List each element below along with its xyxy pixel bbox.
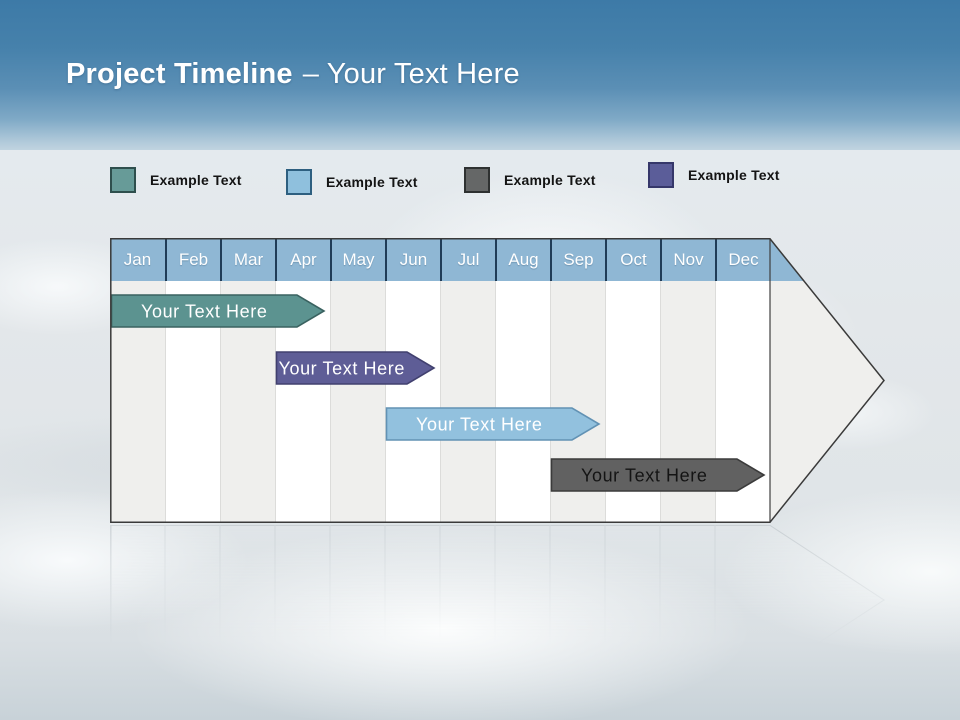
month-cell-feb: Feb	[165, 238, 220, 281]
timeline-bar-3[interactable]	[385, 407, 601, 441]
month-cell-jan: Jan	[123, 250, 152, 269]
title-main: Project Timeline	[66, 58, 293, 90]
month-cell-sep: Sep	[550, 238, 605, 281]
legend-swatch-purple	[648, 162, 674, 188]
legend-label: Example Text	[688, 167, 780, 183]
month-cell-jun: Jun	[385, 238, 440, 281]
chart-reflection	[110, 525, 885, 675]
month-cell-jul: Jul	[440, 238, 495, 281]
background-sky-gradient	[0, 0, 960, 170]
legend-label: Example Text	[504, 172, 596, 188]
legend-swatch-gray	[464, 167, 490, 193]
title-suffix: – Your Text Here	[302, 58, 520, 90]
month-header-row: Jan Feb Mar Apr May Jun Jul Aug Sep Oct …	[110, 238, 885, 281]
month-column-jun	[385, 281, 440, 523]
timeline-bar-2[interactable]	[275, 351, 436, 385]
month-column-aug	[495, 281, 550, 523]
legend-item-teal[interactable]: Example Text	[110, 166, 242, 194]
reflection-outline	[110, 525, 885, 675]
timeline-bar-label: Your Text Here	[141, 302, 267, 322]
legend-item-purple[interactable]: Example Text	[648, 161, 780, 189]
timeline-bar-4[interactable]	[550, 458, 766, 492]
legend-swatch-blue	[286, 169, 312, 195]
month-column-may	[330, 281, 385, 523]
month-cell-may: May	[330, 238, 385, 281]
legend-item-blue[interactable]: Example Text	[286, 168, 418, 196]
timeline-bar-label: Your Text Here	[279, 359, 405, 379]
legend-label: Example Text	[150, 172, 242, 188]
timeline-bar-label: Your Text Here	[581, 466, 707, 486]
legend-swatch-teal	[110, 167, 136, 193]
month-cell-oct: Oct	[605, 238, 660, 281]
chart-arrow-outline	[110, 238, 885, 523]
slide-title: Project Timeline – Your Text Here	[66, 58, 520, 91]
month-cell-mar: Mar	[220, 238, 275, 281]
reflection-column-lines	[164, 525, 716, 653]
month-cell-apr: Apr	[275, 238, 330, 281]
legend-label: Example Text	[326, 174, 418, 190]
timeline-chart: Jan Feb Mar Apr May Jun Jul Aug Sep Oct …	[110, 238, 885, 523]
month-cell-dec: Dec	[715, 238, 770, 281]
month-column-jul	[440, 281, 495, 523]
month-cell-nov: Nov	[660, 238, 715, 281]
month-cell-aug: Aug	[495, 238, 550, 281]
timeline-bar-label: Your Text Here	[416, 415, 542, 435]
legend-item-gray[interactable]: Example Text	[464, 166, 596, 194]
